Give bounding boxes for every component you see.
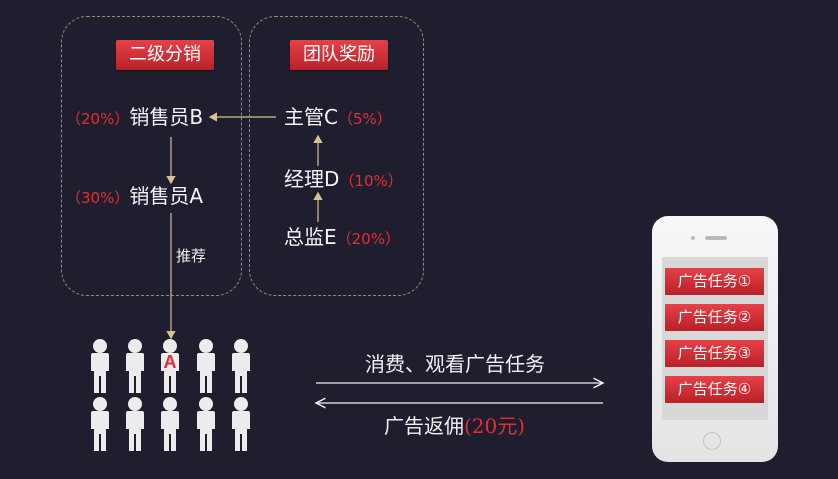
- node-director-e: 总监E（20%）: [284, 223, 400, 251]
- secondary-distribution-title: 二级分销: [116, 40, 214, 70]
- person-icon: [88, 338, 112, 394]
- ad-task-3[interactable]: 广告任务③: [665, 340, 764, 367]
- flow-from-phone-label: 广告返佣(20元): [384, 410, 525, 439]
- salesperson-b-pct: （20%）: [66, 110, 130, 128]
- node-manager-d: 经理D（10%）: [284, 165, 403, 193]
- salesperson-a-role: 销售员A: [129, 184, 204, 208]
- person-icon: [158, 396, 182, 452]
- person-icon: [123, 338, 147, 394]
- person-icon: [123, 396, 147, 452]
- recommend-label: 推荐: [176, 247, 207, 265]
- node-salesperson-b: （20%）销售员B: [66, 103, 203, 131]
- flow-from-phone-amount: (20元): [464, 414, 526, 438]
- person-icon: [194, 396, 218, 452]
- node-salesperson-a: （30%）销售员A: [66, 182, 203, 210]
- person-icon: [194, 338, 218, 394]
- manager-d-role: 经理D: [284, 167, 340, 191]
- supervisor-c-pct: （5%）: [337, 110, 392, 128]
- team-reward-title: 团队奖励: [290, 40, 388, 70]
- person-icon: [229, 338, 253, 394]
- director-e-role: 总监E: [284, 225, 337, 249]
- person-icon: [88, 396, 112, 452]
- salesperson-b-role: 销售员B: [129, 105, 204, 129]
- person-highlight-label: A: [163, 352, 177, 372]
- phone-earpiece: [705, 236, 727, 240]
- salesperson-a-pct: （30%）: [66, 189, 130, 207]
- person-icon: [158, 338, 182, 394]
- director-e-pct: （20%）: [336, 230, 400, 248]
- ad-task-1[interactable]: 广告任务①: [665, 268, 764, 295]
- secondary-distribution-panel: [61, 16, 242, 296]
- phone-camera: [691, 236, 695, 240]
- manager-d-pct: （10%）: [339, 172, 403, 190]
- flow-from-phone-text: 广告返佣: [384, 414, 464, 438]
- ad-task-2[interactable]: 广告任务②: [665, 304, 764, 331]
- person-icon: [229, 396, 253, 452]
- flow-to-phone-label: 消费、观看广告任务: [365, 352, 545, 376]
- ad-task-4[interactable]: 广告任务④: [665, 376, 764, 403]
- team-reward-panel: [249, 16, 424, 296]
- phone-home-button: [703, 432, 721, 450]
- supervisor-c-role: 主管C: [284, 105, 338, 129]
- node-supervisor-c: 主管C（5%）: [284, 103, 392, 131]
